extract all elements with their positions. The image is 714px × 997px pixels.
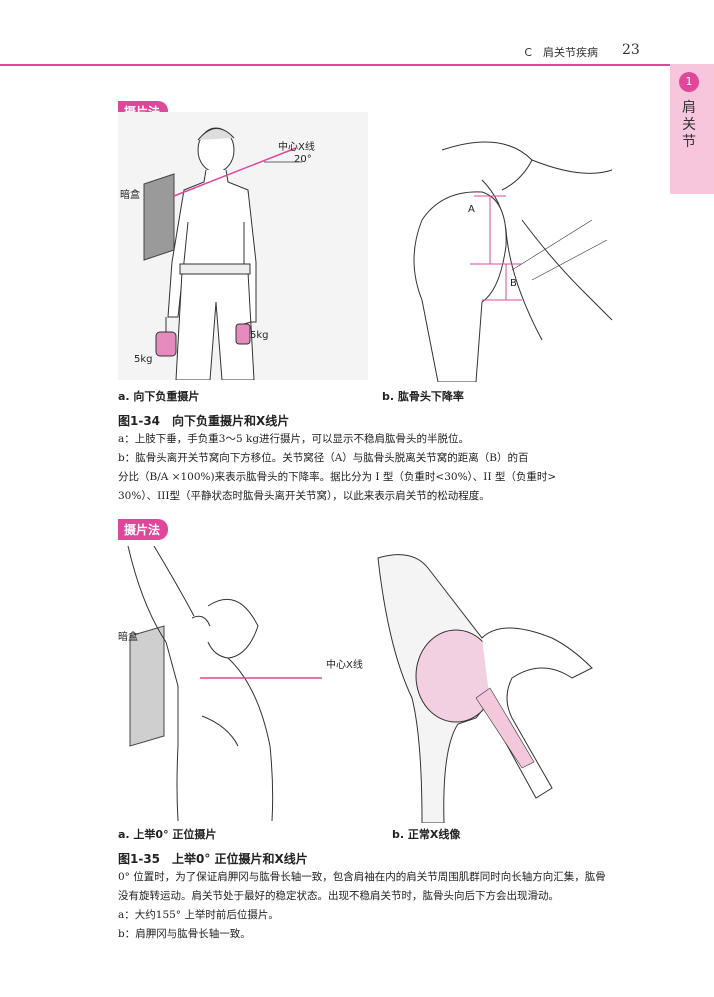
caption-1-34a: a. 向下负重摄片 — [118, 390, 200, 403]
label-a: A — [468, 204, 475, 215]
paragraph-line: b：肱骨头离开关节窝向下方移位。关节窝径（A）与肱骨头脱离关节窝的距离（B）的百 — [118, 452, 529, 464]
running-header-section: C 肩关节疾病 — [524, 46, 598, 59]
paragraph-line: a：上肢下垂，手负重3～5 kg进行摄片，可以显示不稳肩肱骨头的半脱位。 — [118, 433, 470, 445]
label-weight-right: 5kg — [250, 330, 269, 341]
figure-title-1-35: 图1-35 上举0° 正位摄片和X线片 — [118, 852, 308, 866]
label-b: B — [510, 278, 517, 289]
paragraph-line: 0° 位置时，为了保证肩胛冈与肱骨长轴一致，包含肩袖在内的肩关节周围肌群同时向长… — [118, 871, 606, 883]
label-weight-left: 5kg — [134, 354, 153, 365]
paragraph-line: 30%）、III型（平静状态时肱骨头离开关节窝），以此来表示肩关节的松动程度。 — [118, 490, 490, 502]
figure-1-35b-normal-xray — [377, 554, 593, 823]
figure-1-35a-illustration: 暗盒 中心X线 — [118, 546, 363, 821]
chapter-side-tab: 1 肩关节 — [670, 64, 714, 194]
figure-title-1-34: 图1-34 向下负重摄片和X线片 — [118, 414, 290, 428]
caption-1-35b: b. 正常X线像 — [392, 828, 461, 841]
figure-1-35-description: 0° 位置时，为了保证肩胛冈与肱骨长轴一致，包含肩袖在内的肩关节周围肌群同时向长… — [118, 868, 622, 944]
chapter-number: 1 — [679, 72, 699, 92]
label-angle: 20° — [294, 154, 312, 165]
figure-1-34-description: a：上肢下垂，手负重3～5 kg进行摄片，可以显示不稳肩肱骨头的半脱位。 b：肱… — [118, 430, 622, 506]
page-number: 23 — [622, 42, 640, 58]
label-cassette-2: 暗盒 — [118, 630, 138, 643]
figure-1-34a-illustration: 中心X线 20° 暗盒 5kg 5kg — [118, 112, 368, 380]
figure-1-34b-xray-drawing: A B — [413, 141, 613, 382]
header-rule — [0, 64, 672, 66]
paragraph-line: 分比（B/A ×100%)来表示肱骨头的下降率。据比分为 I 型（负重时<30%… — [118, 471, 557, 483]
caption-1-34b: b. 肱骨头下降率 — [382, 390, 464, 403]
label-cassette-1: 暗盒 — [120, 188, 140, 201]
method-tag-2: 摄片法 — [118, 519, 169, 540]
caption-1-35a: a. 上举0° 正位摄片 — [118, 828, 217, 841]
label-central-xray-2: 中心X线 — [326, 658, 363, 671]
paragraph-line: b：肩胛冈与肱骨长轴一致。 — [118, 928, 251, 940]
paragraph-line: a：大约155° 上举时前后位摄片。 — [118, 909, 279, 921]
paragraph-line: 没有旋转运动。肩关节处于最好的稳定状态。出现不稳肩关节时，肱骨头向后下方会出现滑… — [118, 890, 559, 902]
chapter-label: 肩关节 — [682, 100, 696, 150]
label-central-xray-1: 中心X线 — [278, 140, 315, 153]
